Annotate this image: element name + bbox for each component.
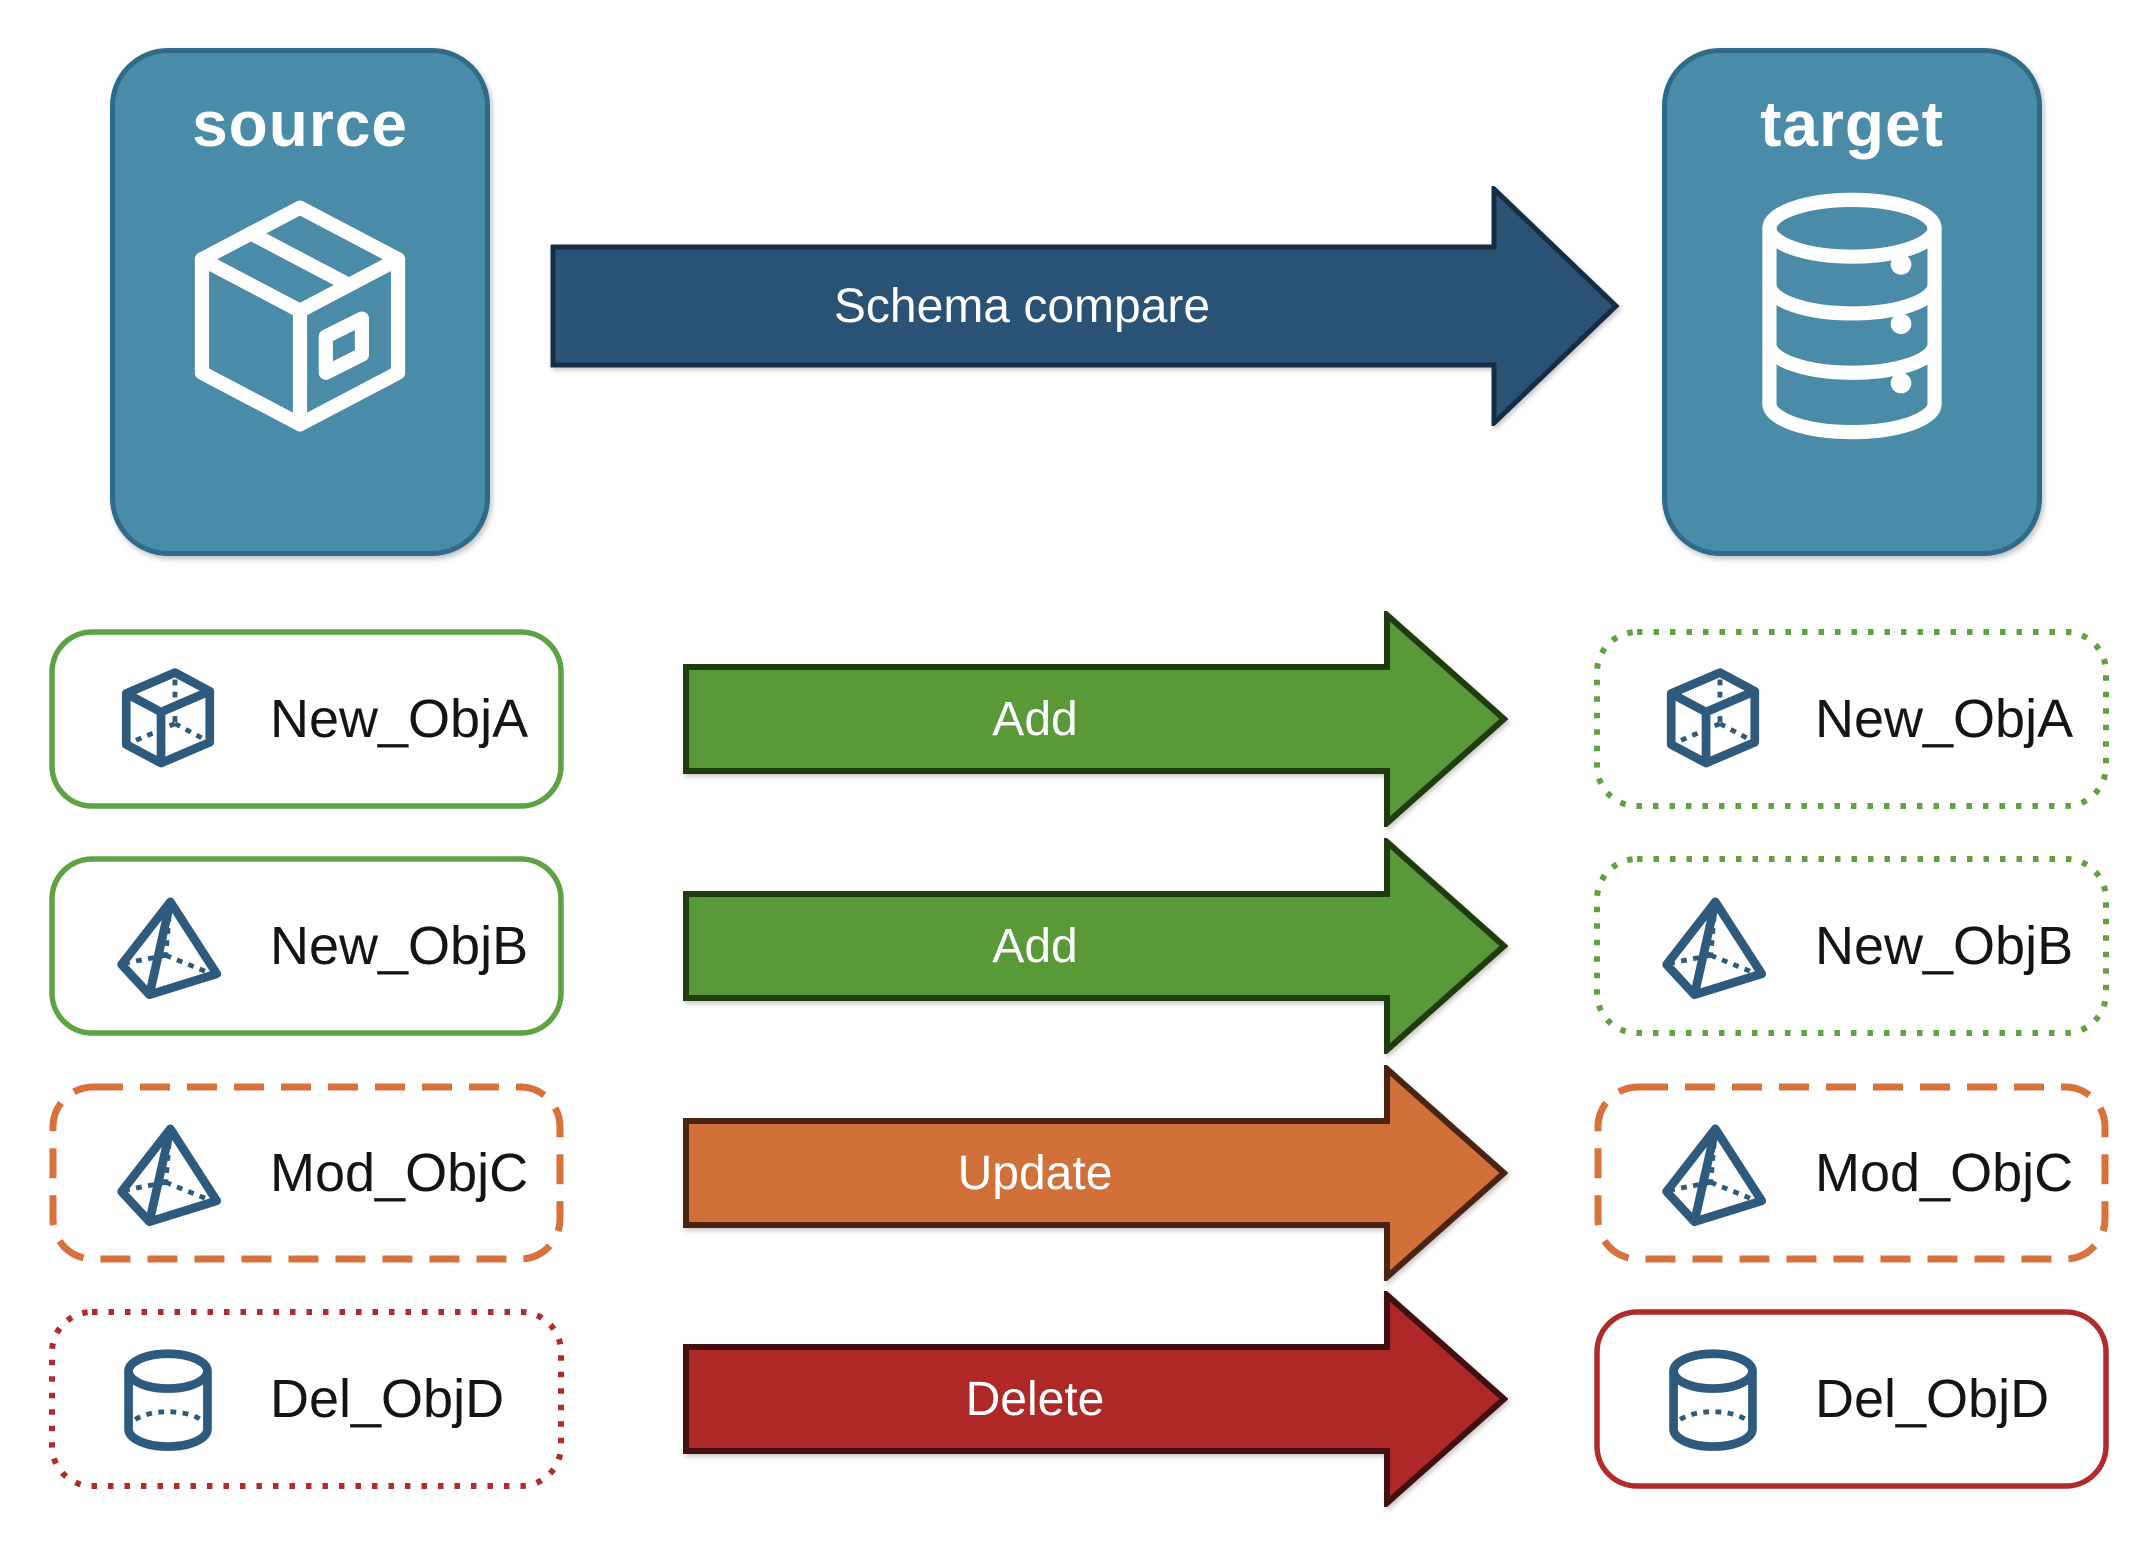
add-arrow-label: Add [992, 919, 1078, 973]
delete-arrow-shape [683, 1291, 1508, 1507]
card-border [1594, 856, 2109, 1036]
delete-arrow [683, 1291, 1508, 1507]
source-object-card-new-obja: New_ObjA [48, 628, 565, 810]
update-arrow-label: Update [957, 1146, 1113, 1200]
pyramid-icon [117, 897, 222, 1000]
add-arrow-label: Add [992, 692, 1078, 746]
cylinder-icon [124, 1349, 212, 1451]
schema-compare-arrow [550, 186, 1620, 426]
card-border [49, 629, 564, 809]
pyramid-icon [117, 1124, 222, 1227]
source-object-card-del-objd: Del_ObjD [48, 1308, 565, 1490]
add-arrow-shape [683, 838, 1508, 1054]
card-border [1594, 629, 2109, 809]
card-border [49, 1309, 564, 1489]
card-border [49, 1083, 564, 1263]
object-label: Del_ObjD [270, 1369, 505, 1429]
package-box-icon [194, 200, 406, 432]
source-label: source [192, 88, 408, 160]
object-label: New_ObjB [270, 916, 529, 976]
source-object-card-new-objb: New_ObjB [48, 855, 565, 1037]
add-arrow [683, 838, 1508, 1054]
cube-icon [1666, 668, 1760, 768]
database-icon [1762, 192, 1942, 440]
source-object-card-mod-objc: Mod_ObjC [48, 1082, 565, 1264]
object-label: New_ObjB [1815, 916, 2074, 976]
card-border [49, 856, 564, 1036]
cylinder-icon [1669, 1349, 1757, 1451]
object-label: New_ObjA [270, 689, 529, 749]
target-label: target [1760, 88, 1944, 160]
object-label: Del_ObjD [1815, 1369, 2050, 1429]
pyramid-icon [1662, 1124, 1767, 1227]
target-object-card-del-objd: Del_ObjD [1593, 1308, 2110, 1490]
cube-icon [121, 668, 215, 768]
update-arrow-shape [683, 1065, 1508, 1281]
schema-compare-arrow-label: Schema compare [833, 279, 1211, 333]
pyramid-icon [1662, 897, 1767, 1000]
delete-arrow-label: Delete [965, 1372, 1105, 1426]
card-border [1594, 1309, 2109, 1489]
source-node: source [110, 48, 490, 556]
target-object-card-new-obja: New_ObjA [1593, 628, 2110, 810]
object-label: Mod_ObjC [1815, 1143, 2074, 1203]
add-arrow [683, 611, 1508, 827]
add-arrow-shape [683, 611, 1508, 827]
target-node: target [1662, 48, 2042, 556]
target-object-card-mod-objc: Mod_ObjC [1593, 1082, 2110, 1264]
object-label: Mod_ObjC [270, 1143, 529, 1203]
object-label: New_ObjA [1815, 689, 2074, 749]
schema-compare-arrow-shape [550, 186, 1620, 426]
target-object-card-new-objb: New_ObjB [1593, 855, 2110, 1037]
card-border [1594, 1083, 2109, 1263]
update-arrow [683, 1065, 1508, 1281]
